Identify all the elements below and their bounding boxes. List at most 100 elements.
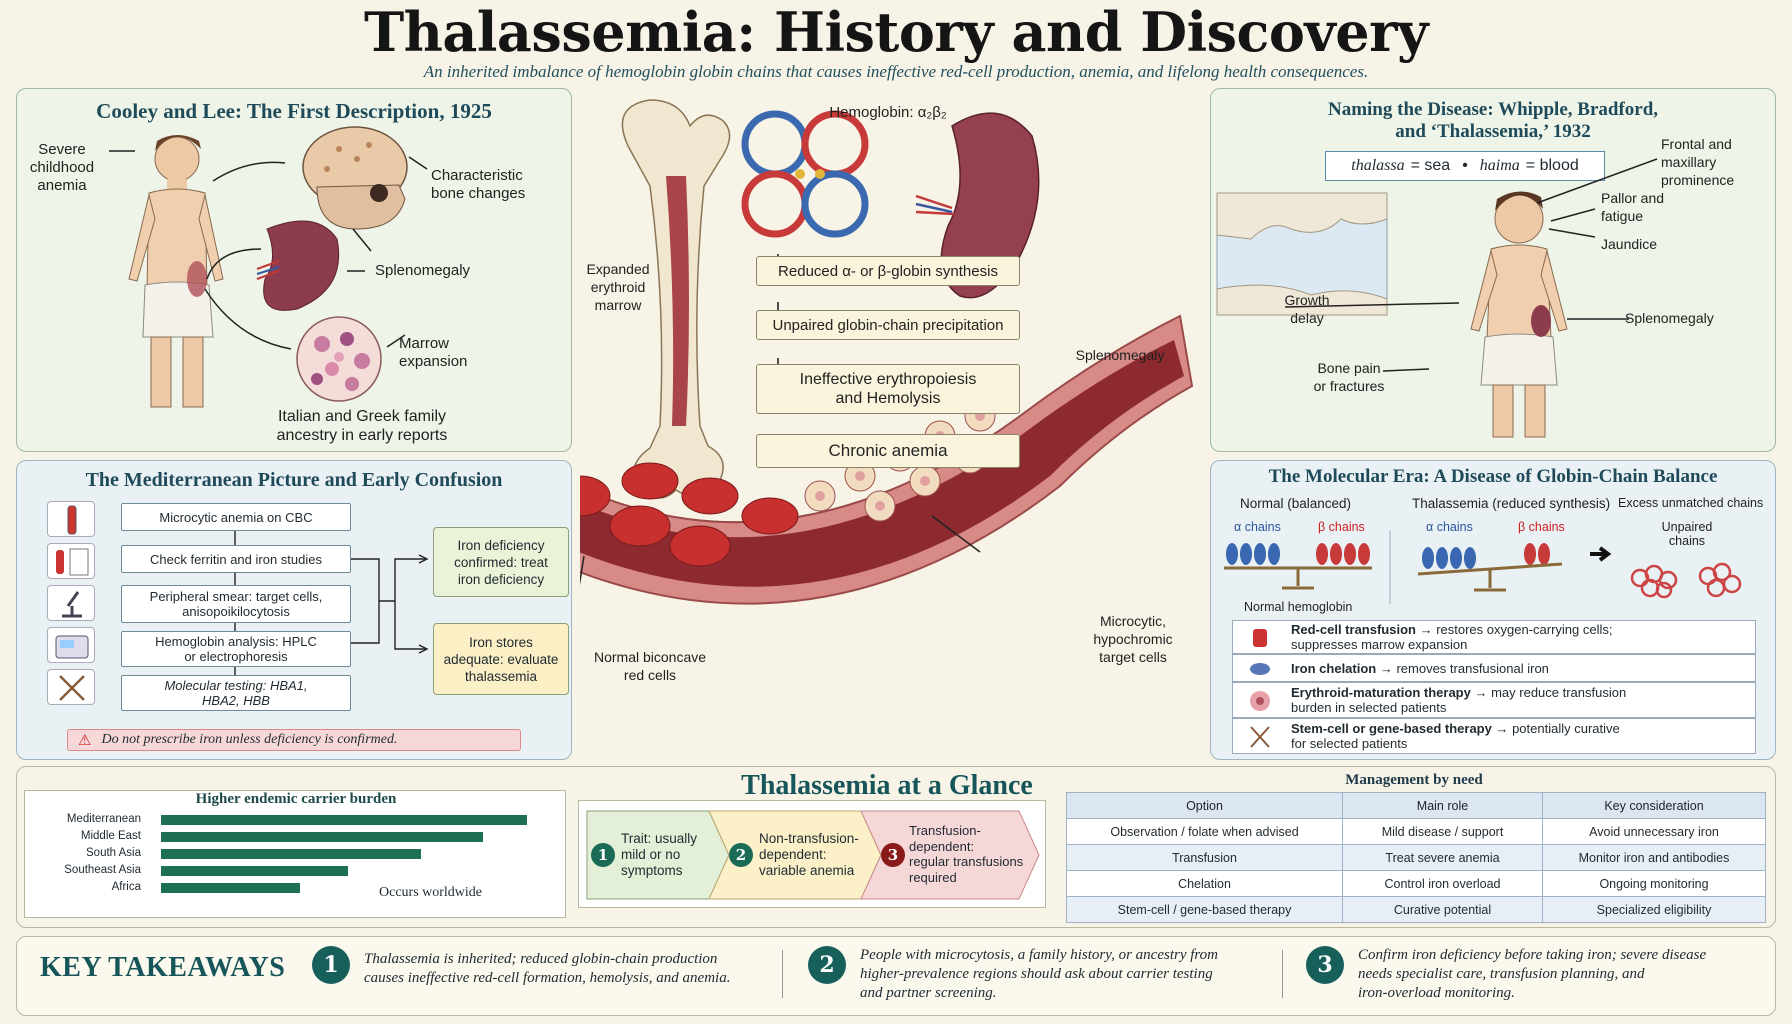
mediterranean-connectors <box>234 531 429 675</box>
bone-pain-label: Bone pain or fractures <box>1313 360 1385 394</box>
treatment-chelation-desc: → removes transfusional iron <box>1376 660 1549 676</box>
expanded-marrow-label: Expanded erythroid marrow <box>586 261 650 313</box>
treatment-chelation-name: Iron chelation <box>1291 660 1377 676</box>
severity-number-1: 1 <box>591 843 615 867</box>
marrow-icon <box>296 316 382 402</box>
step-hplc: Hemoglobin analysis: HPLC or electrophor… <box>121 631 351 667</box>
naming-title: Naming the Disease: Whipple, Bradford, a… <box>1327 99 1659 142</box>
mgmt-header-role: Main role <box>1342 792 1543 819</box>
thalassa-word: thalassa <box>1351 157 1405 174</box>
mgmt-cell: Control iron overload <box>1342 870 1543 897</box>
flow-step-4: Chronic anemia <box>756 434 1020 468</box>
molecular-title: The Molecular Era: A Disease of Globin-C… <box>1268 466 1718 487</box>
normal-balanced-label: Normal (balanced) <box>1240 496 1352 511</box>
treatment-transfusion: Red-cell transfusion → restores oxygen-c… <box>1232 620 1756 654</box>
chart-title: Higher endemic carrier burden <box>195 791 397 807</box>
mgmt-cell: Chelation <box>1066 870 1343 897</box>
severe-anemia-label: Severe childhood anemia <box>29 141 95 194</box>
bar-3 <box>161 866 348 876</box>
dna-icon <box>47 669 95 705</box>
mediterranean-map-icon <box>1216 192 1388 316</box>
mgmt-cell: Specialized eligibility <box>1542 896 1766 923</box>
cell-icon <box>1247 689 1273 713</box>
blood-bag-icon <box>1247 627 1273 649</box>
mgmt-cell: Mild disease / support <box>1342 818 1543 845</box>
treatment-erythroid: Erythroid-maturation therapy → may reduc… <box>1232 682 1756 718</box>
frontal-label: Frontal and maxillary prominence <box>1661 136 1735 188</box>
normal-cells-label: Normal biconcave red cells <box>593 649 707 683</box>
warning-banner: ⚠ Do not prescribe iron unless deficienc… <box>67 729 521 751</box>
warning-text: Do not prescribe iron unless deficiency … <box>101 732 398 747</box>
hemoglobin-label: Hemoglobin: α₂β₂ <box>829 104 947 121</box>
beta-chains-label: β chains <box>1318 520 1365 534</box>
takeaway-text-3: Confirm iron deficiency before taking ir… <box>1358 947 1707 1001</box>
takeaway-number-3: 3 <box>1306 946 1344 984</box>
bar-label-2: South Asia <box>86 847 141 859</box>
thal-reduced-label: Thalassemia (reduced synthesis) <box>1412 496 1611 511</box>
severity-text-3: Transfusion- dependent: regular transfus… <box>909 823 1024 885</box>
step-molecular: Molecular testing: HBA1, HBA2, HBB <box>121 675 351 711</box>
mgmt-cell: Ongoing monitoring <box>1542 870 1766 897</box>
warning-icon: ⚠ <box>78 732 92 749</box>
arrow-right-icon <box>1590 546 1612 562</box>
target-cells-label: Microcytic, hypochromic target cells <box>1093 613 1173 665</box>
page-subtitle: An inherited imbalance of hemoglobin glo… <box>423 62 1369 81</box>
haima-word: haima <box>1479 157 1520 174</box>
bone-changes-label: Characteristic bone changes <box>431 167 526 202</box>
treatment-transfusion-name: Red-cell transfusion <box>1291 622 1416 637</box>
takeaway-number-2: 2 <box>808 946 846 984</box>
test-tube-icon <box>47 501 95 537</box>
center-illustration <box>580 99 1194 605</box>
chart-annotation: Occurs worldwide <box>379 885 483 900</box>
treatment-gene: Stem-cell or gene-based therapy → potent… <box>1232 718 1756 754</box>
hemoglobin-molecule-icon <box>741 110 869 238</box>
takeaway-text-1: Thalassemia is inherited; reduced globin… <box>364 951 731 986</box>
beta-chains-label-thal: β chains <box>1518 520 1565 534</box>
flow-step-2: Unpaired globin-chain precipitation <box>756 310 1020 340</box>
step-cbc: Microcytic anemia on CBC <box>121 503 351 531</box>
unbalanced-scale-icon <box>1417 543 1563 592</box>
cooley-panel: Cooley and Lee: The First Description, 1… <box>16 88 572 452</box>
takeaways-title: KEY TAKEAWAYS <box>40 952 286 983</box>
naming-splenomegaly-label: Splenomegaly <box>1625 310 1714 326</box>
flow-step-3: Ineffective erythropoiesis and Hemolysis <box>756 364 1020 414</box>
step-ferritin: Check ferritin and iron studies <box>121 545 351 573</box>
severity-chevrons <box>586 810 1040 900</box>
page-title: Thalassemia: History and Discovery <box>363 0 1429 64</box>
mgmt-header-consideration: Key consideration <box>1542 792 1766 819</box>
divider <box>1282 950 1283 998</box>
bar-label-0: Mediterranean <box>66 813 141 825</box>
dna-icon <box>1247 725 1273 749</box>
takeaway-number-1: 1 <box>312 946 350 984</box>
marrow-expansion-label: Marrow expansion <box>399 335 468 370</box>
outcome-iron-deficiency: Iron deficiency confirmed: treat iron de… <box>433 527 569 597</box>
mgmt-cell: Stem-cell / gene-based therapy <box>1066 896 1343 923</box>
lab-sheet-icon <box>47 543 95 579</box>
balance-scales <box>1224 530 1742 604</box>
unpaired-chains-label: Unpaired chains <box>1661 520 1713 548</box>
mgmt-cell: Treat severe anemia <box>1342 844 1543 871</box>
treatment-gene-desc: → potentially curative for selected pati… <box>1291 721 1620 751</box>
sea-meaning: = sea <box>1410 157 1451 174</box>
mgmt-cell: Monitor iron and antibodies <box>1542 844 1766 871</box>
mgmt-cell: Observation / folate when advised <box>1066 818 1343 845</box>
naming-panel: Naming the Disease: Whipple, Bradford, a… <box>1210 88 1776 452</box>
center-splenomegaly-label: Splenomegaly <box>1075 347 1165 363</box>
glance-title: Thalassemia at a Glance <box>741 770 1033 801</box>
step-smear: Peripheral smear: target cells, anisopoi… <box>121 585 351 623</box>
flow-step-1: Reduced α- or β-globin synthesis <box>756 256 1020 286</box>
unpaired-chains-icon <box>1630 562 1742 599</box>
mgmt-header-option: Option <box>1066 792 1343 819</box>
spleen-icon <box>256 220 340 311</box>
pallor-label: Pallor and fatigue <box>1601 190 1665 224</box>
ancestry-label: Italian and Greek family ancestry in ear… <box>276 408 448 444</box>
balanced-scale-icon <box>1224 543 1372 590</box>
etymology-box: thalassa = sea • haima = blood <box>1325 151 1605 181</box>
bar-label-3: Southeast Asia <box>64 864 141 876</box>
severity-steps: 1 Trait: usually mild or no symptoms 2 N… <box>578 800 1046 908</box>
treatment-erythroid-name: Erythroid-maturation therapy <box>1291 685 1471 700</box>
management-title: Management by need <box>1345 772 1483 788</box>
